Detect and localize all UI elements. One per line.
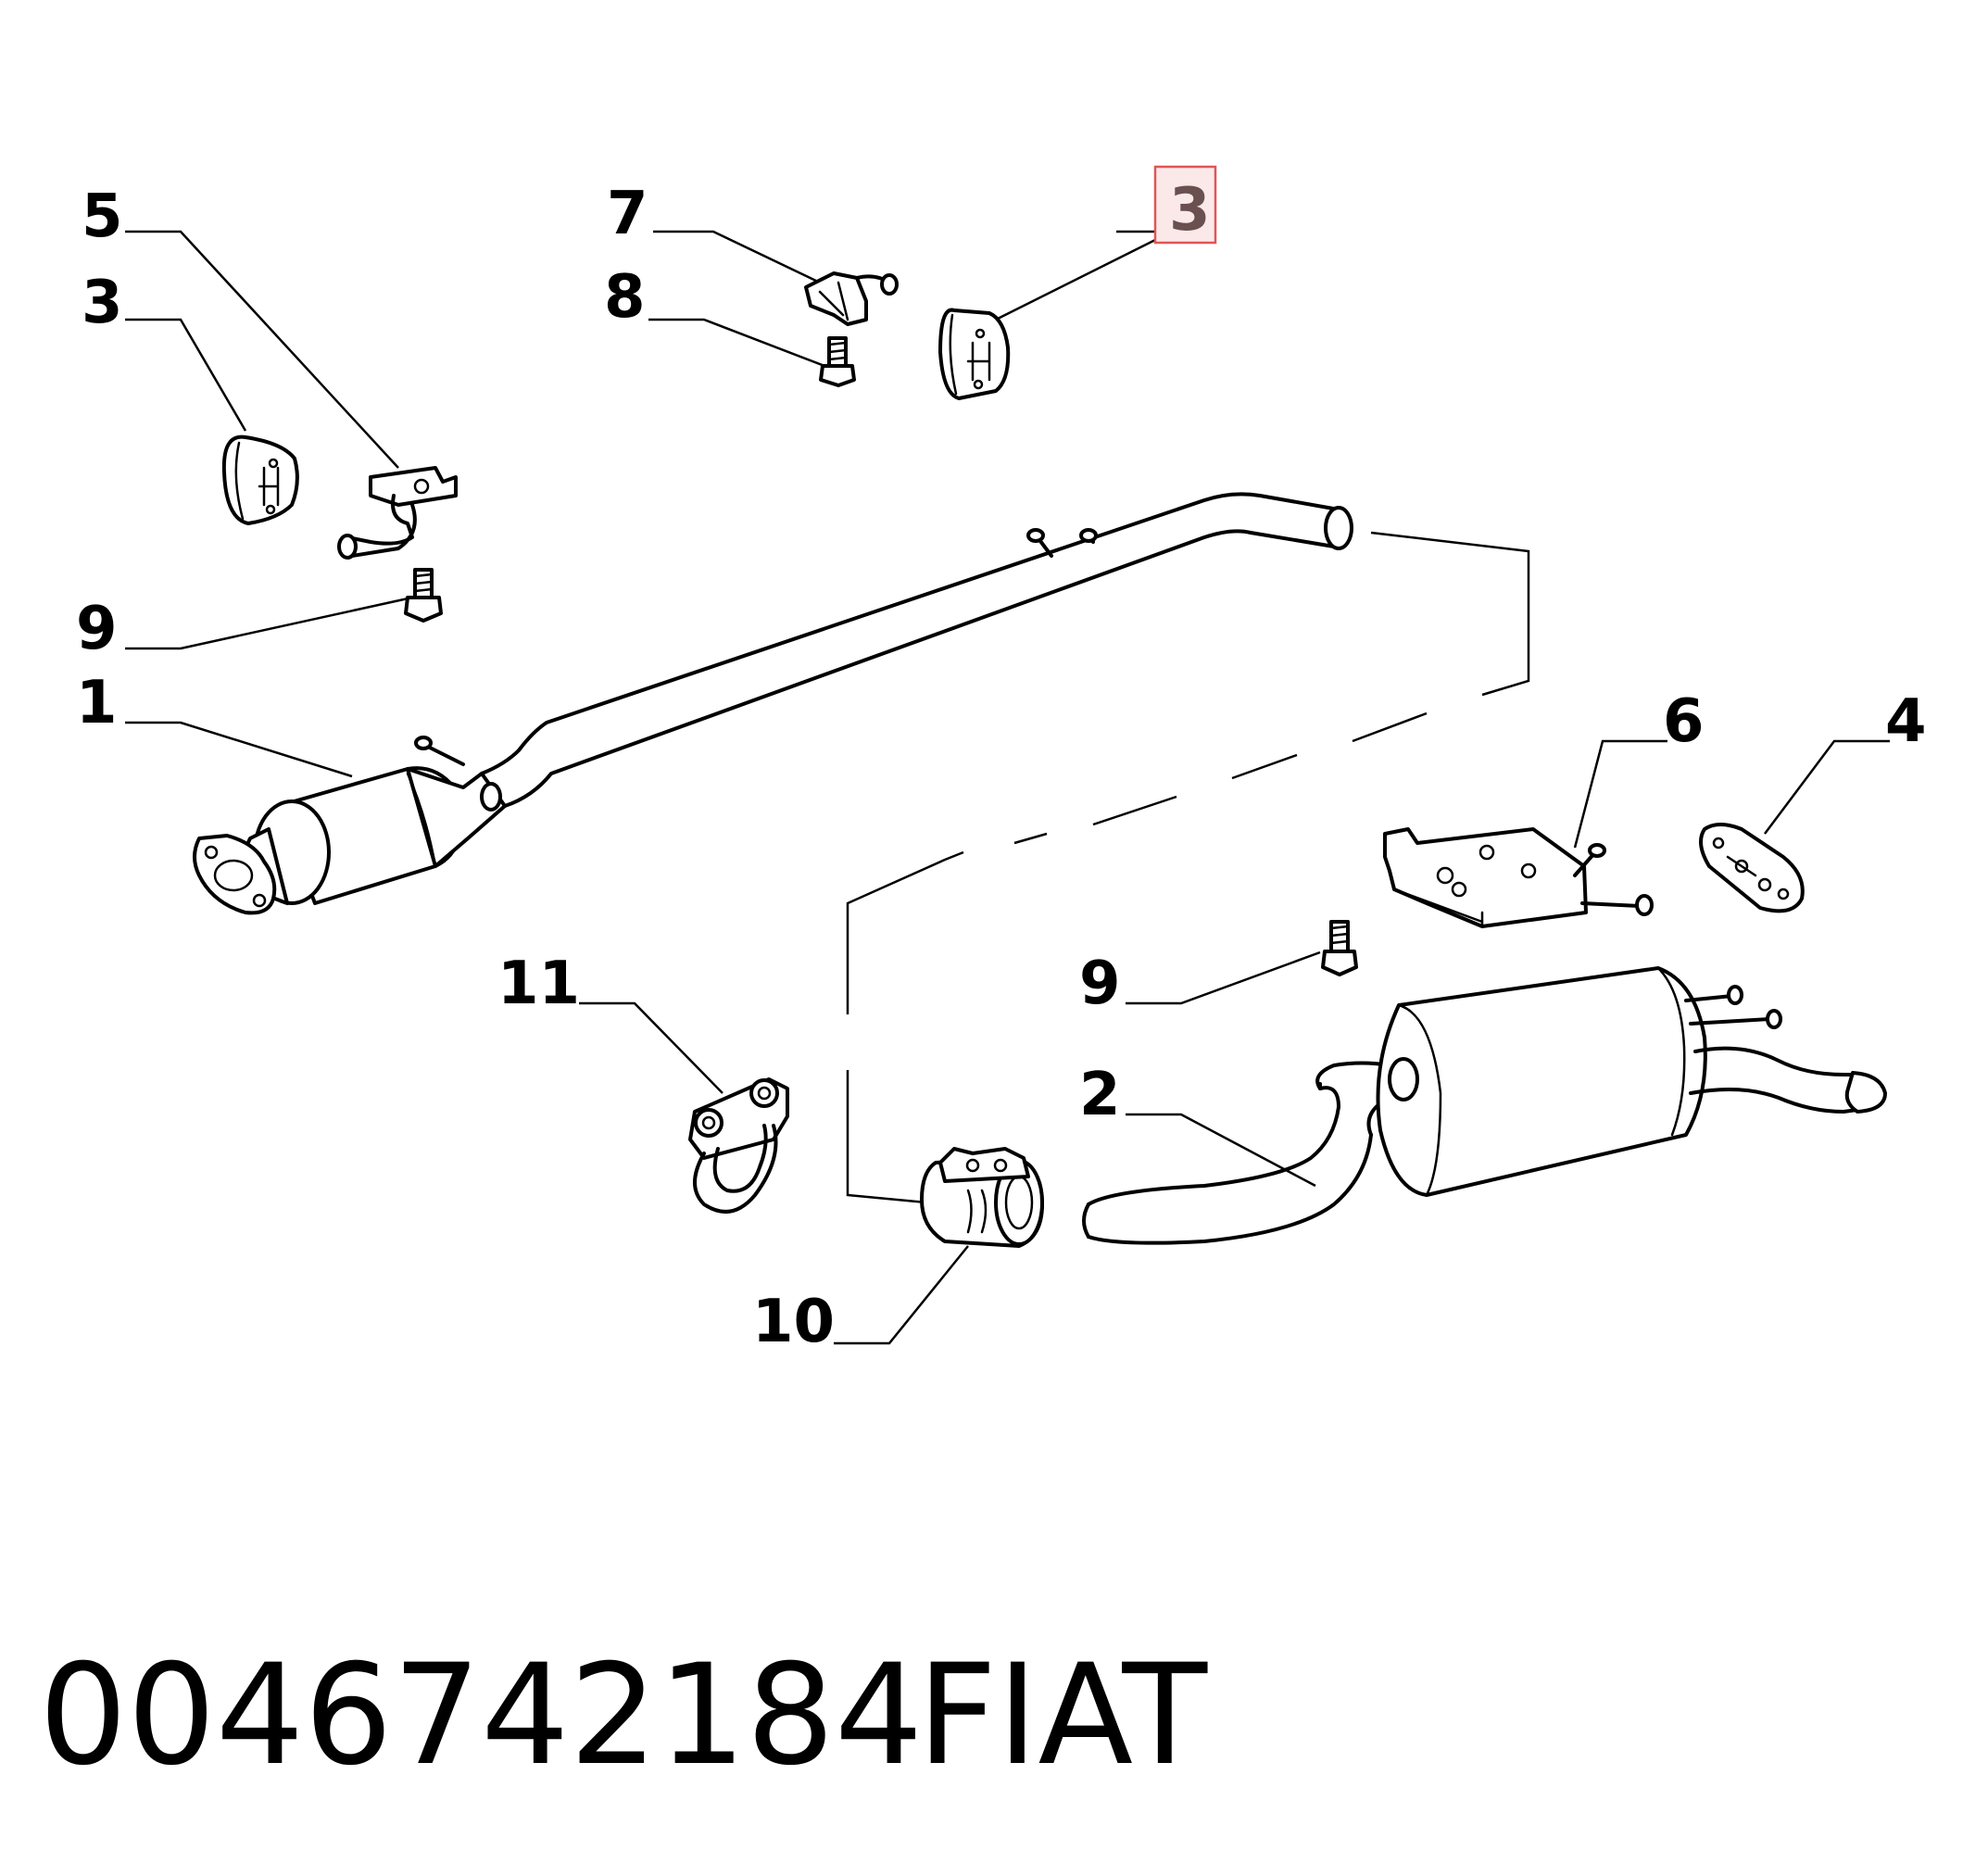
part-7-bracket-top bbox=[804, 271, 899, 326]
callout-3-highlighted[interactable]: 3 bbox=[1153, 165, 1217, 245]
leader-lines bbox=[125, 230, 1890, 1345]
footer: 0046742184 FIAT bbox=[39, 1635, 1208, 1796]
callout-4: 4 bbox=[1885, 687, 1927, 756]
callout-9-right: 9 bbox=[1079, 950, 1121, 1018]
callout-9-left: 9 bbox=[76, 595, 118, 663]
part-1-front-pipe-catalyst bbox=[193, 492, 1353, 915]
callout-3-highlighted-label: 3 bbox=[1169, 176, 1211, 245]
part-number: 0046742184 bbox=[39, 1635, 923, 1796]
part-4-rubber-plate bbox=[1699, 823, 1805, 913]
callout-5: 5 bbox=[82, 183, 123, 251]
part-11-clamp bbox=[688, 1077, 789, 1214]
callout-6: 6 bbox=[1663, 687, 1705, 756]
part-10-sleeve-clamp bbox=[920, 1147, 1044, 1248]
callout-11: 11 bbox=[497, 950, 580, 1018]
callout-labels: 5 3 7 8 3 9 1 6 4 11 9 2 10 bbox=[76, 165, 1927, 1356]
part-9-bolt-right bbox=[1321, 920, 1358, 976]
part-5-bracket-left bbox=[337, 466, 458, 560]
callout-3-left: 3 bbox=[82, 269, 123, 337]
part-9-bolt-left bbox=[404, 568, 443, 623]
callout-1: 1 bbox=[76, 669, 118, 737]
part-2-rear-muffler bbox=[1082, 966, 1887, 1245]
callout-10: 10 bbox=[752, 1288, 835, 1356]
part-6-bracket-plate bbox=[1383, 827, 1654, 928]
part-3-rubber-hanger-left bbox=[221, 434, 299, 525]
callout-7: 7 bbox=[607, 180, 648, 248]
callout-2: 2 bbox=[1079, 1061, 1121, 1129]
highlight-box bbox=[1153, 165, 1217, 245]
part-8-bolt-top bbox=[819, 336, 856, 387]
callout-8: 8 bbox=[604, 263, 646, 332]
brand-name: FIAT bbox=[917, 1635, 1208, 1796]
part-3-rubber-hanger-top bbox=[938, 308, 1011, 400]
